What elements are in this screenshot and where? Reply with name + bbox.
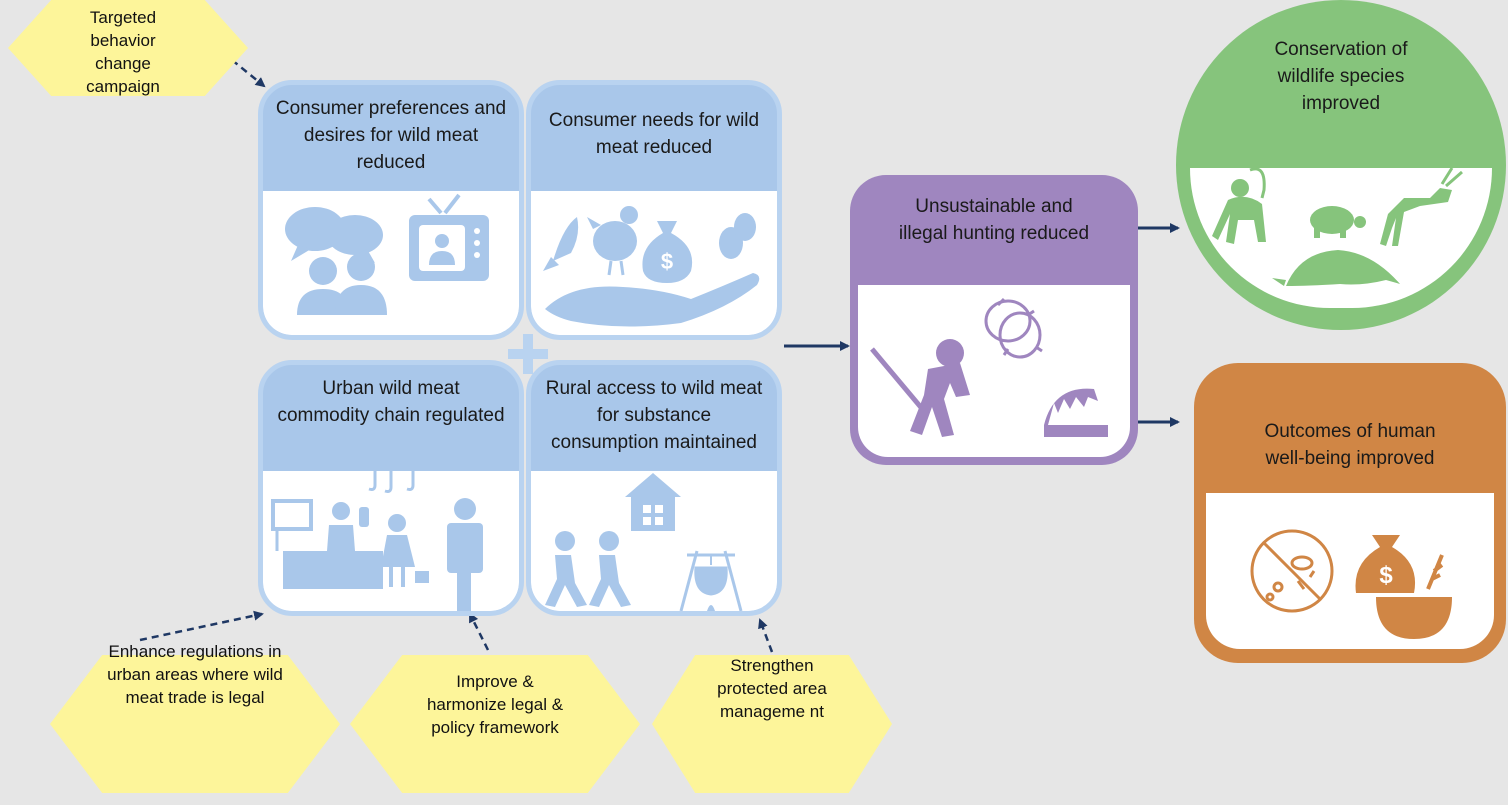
result-card-wellbeing: Outcomes of human well-being improved $ bbox=[1194, 363, 1506, 663]
hand-icon bbox=[545, 273, 760, 327]
svg-text:$: $ bbox=[1379, 562, 1393, 589]
intervention-hexagon-regulations bbox=[50, 655, 340, 793]
factor-needs-title: Consumer needs for wild meat reduced bbox=[548, 110, 760, 158]
factor-card-urban: Urban wild meat commodity chain regulate… bbox=[258, 360, 524, 616]
people-icon bbox=[297, 253, 387, 315]
result-wellbeing-image: $ bbox=[1206, 493, 1494, 649]
vendor-icon bbox=[327, 502, 369, 551]
intervention-hexagon-protected bbox=[652, 655, 892, 793]
factor-needs-image: $ bbox=[531, 191, 777, 335]
result-conservation-image bbox=[1190, 167, 1492, 308]
factor-card-needs: Consumer needs for wild meat reduced $ bbox=[526, 80, 782, 340]
svg-text:$: $ bbox=[661, 249, 673, 274]
cooking-pot-icon bbox=[679, 550, 743, 611]
money-food-icon: $ bbox=[1355, 535, 1452, 639]
house-icon bbox=[625, 473, 681, 531]
intervention-policy-text: Improve & harmonize legal & policy frame… bbox=[426, 672, 564, 737]
factor-card-rural: Rural access to wild meat for substance … bbox=[526, 360, 782, 616]
turtle-icon bbox=[1310, 206, 1366, 238]
dashed-arrow-campaign bbox=[231, 59, 266, 88]
outcome-card-hunting: Unsustainable and illegal hunting reduce… bbox=[850, 175, 1138, 465]
intervention-hexagon-policy bbox=[350, 655, 640, 793]
no-disease-icon bbox=[1250, 529, 1334, 613]
intervention-hexagon-campaign bbox=[8, 0, 248, 96]
hook-icons bbox=[368, 471, 415, 493]
chicken-icon bbox=[587, 206, 638, 276]
dashed-arrow-protected bbox=[758, 618, 774, 653]
snare-icon bbox=[984, 297, 1043, 359]
monkey-icon bbox=[1212, 167, 1266, 244]
beans-icon bbox=[719, 213, 756, 259]
factor-urban-title: Urban wild meat commodity chain regulate… bbox=[277, 378, 505, 426]
intervention-regulations-text: Enhance regulations in urban areas where… bbox=[107, 642, 283, 707]
plus-icon bbox=[508, 334, 548, 374]
factor-rural-title: Rural access to wild meat for substance … bbox=[545, 378, 763, 453]
result-conservation-title: Conservation of wildlife species improve… bbox=[1274, 39, 1408, 114]
official-icon bbox=[447, 498, 483, 611]
dashed-arrow-policy bbox=[468, 612, 490, 651]
customer-icon bbox=[381, 514, 429, 587]
factor-card-preferences: Consumer preferences and desires for wil… bbox=[258, 80, 524, 340]
fish-icon bbox=[543, 217, 579, 271]
outcome-hunting-image bbox=[858, 285, 1130, 457]
trap-icon bbox=[1044, 388, 1108, 437]
intervention-protected-text: Strengthen protected area manageme nt bbox=[717, 656, 827, 721]
factor-preferences-image bbox=[263, 191, 519, 335]
result-wellbeing-title: Outcomes of human well-being improved bbox=[1264, 421, 1436, 469]
walking-people-icon bbox=[545, 531, 631, 607]
tv-icon bbox=[409, 193, 489, 281]
outcome-hunting-title: Unsustainable and illegal hunting reduce… bbox=[898, 196, 1090, 244]
intervention-campaign-text: Targeted behavior change campaign bbox=[86, 8, 160, 96]
result-circle-conservation: Conservation of wildlife species improve… bbox=[1176, 0, 1506, 330]
dashed-arrow-regulations bbox=[139, 610, 264, 642]
factor-urban-image bbox=[263, 471, 519, 611]
pangolin-icon bbox=[1272, 250, 1400, 286]
speech-bubbles-icon bbox=[285, 207, 383, 263]
antelope-icon bbox=[1380, 167, 1463, 246]
money-bag-icon: $ bbox=[642, 221, 693, 283]
hunter-icon bbox=[870, 339, 970, 437]
factor-rural-image bbox=[531, 471, 777, 611]
factor-preferences-title: Consumer preferences and desires for wil… bbox=[275, 98, 507, 173]
market-stall-icon bbox=[271, 499, 383, 589]
